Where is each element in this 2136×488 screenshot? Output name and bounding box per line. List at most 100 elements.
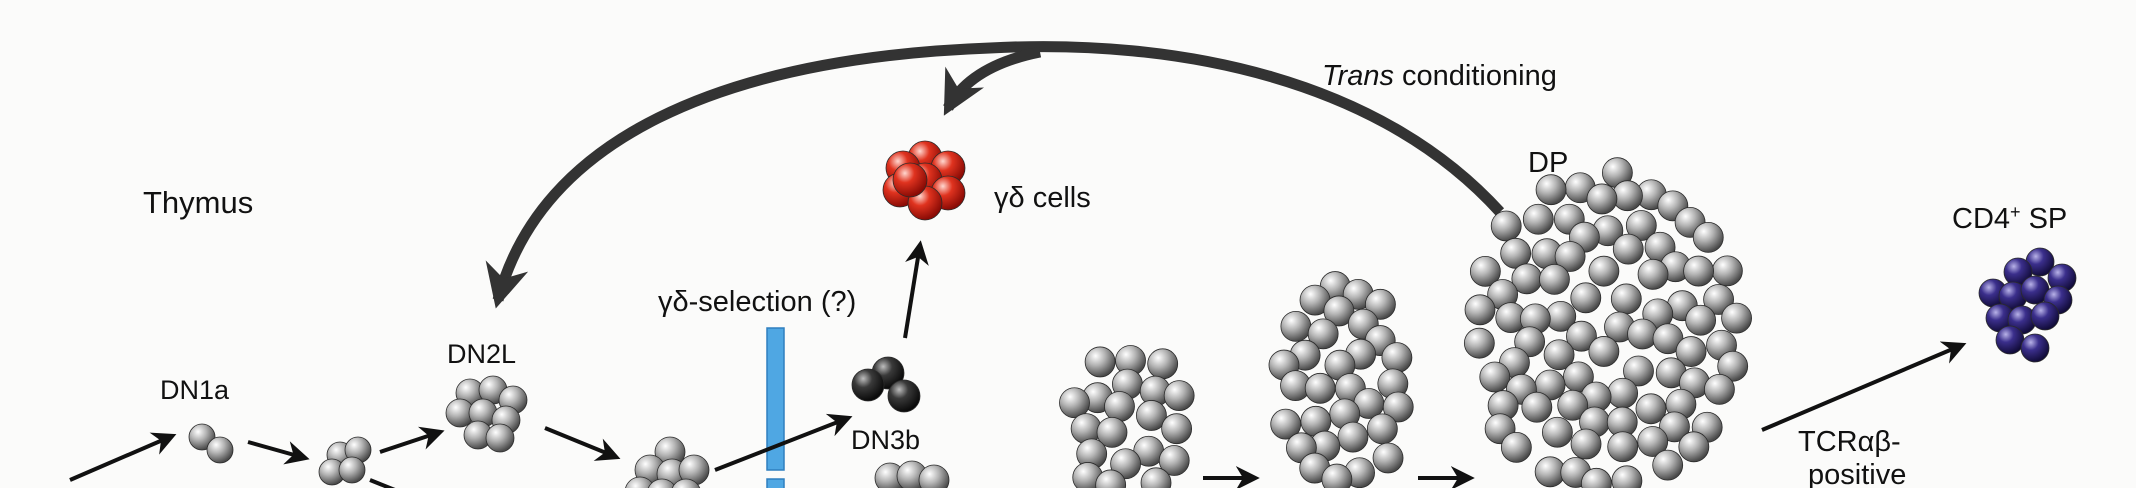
isp-cells: [1268, 271, 1414, 488]
cell: [1158, 445, 1190, 476]
cell: [1469, 255, 1501, 287]
cell: [1607, 377, 1639, 409]
dp-cells: [1463, 157, 1752, 488]
cell: [1678, 431, 1710, 463]
cell: [1607, 431, 1639, 463]
cell: [1637, 426, 1669, 457]
cell: [1554, 241, 1586, 272]
dn4-cells: [1059, 345, 1195, 488]
cell: [1659, 411, 1690, 443]
tcr-positive-label-line2: positive: [1808, 459, 1906, 488]
cell: [1110, 448, 1141, 480]
cell: [1588, 255, 1620, 287]
arrow-dn3b-to-gd-cells: [903, 240, 929, 339]
cell: [1382, 391, 1414, 423]
cell: [1104, 391, 1135, 422]
arrow-dp-to-cd4-sp: [1761, 341, 1967, 432]
cell: [1995, 325, 2025, 355]
arrow-dn1b-branch: [369, 478, 396, 488]
cell: [1627, 318, 1658, 350]
cell: [206, 436, 234, 464]
cell: [887, 379, 921, 413]
gd-cells-label: γδ cells: [994, 182, 1091, 214]
cell: [1704, 373, 1735, 405]
cell: [1307, 318, 1339, 350]
cell: [671, 478, 701, 488]
cell: [1721, 302, 1752, 334]
cell: [1365, 288, 1396, 320]
cell: [1541, 416, 1573, 448]
cell: [1161, 413, 1193, 445]
cell: [1586, 183, 1618, 215]
cell: [1136, 400, 1167, 431]
dn3b-label: DN3b: [851, 425, 920, 455]
cell: [1463, 327, 1495, 359]
cd4-sp-cells: [1978, 247, 2077, 363]
cell: [1337, 421, 1369, 453]
dn1a-label: DN1a: [160, 375, 230, 405]
feedback-arc-to-gd-cells: [943, 46, 1042, 116]
cell: [1570, 428, 1602, 460]
cell: [1464, 294, 1496, 326]
cell: [1381, 342, 1413, 374]
arrow-dn1a-to-dn1b: [247, 440, 310, 465]
cell: [1637, 258, 1669, 290]
cell: [1543, 339, 1575, 371]
cell: [1270, 408, 1302, 440]
cell: [1566, 320, 1597, 352]
cell: [1521, 391, 1553, 423]
arrow-dn1b-to-dn2l: [379, 426, 445, 454]
cell: [1096, 416, 1128, 448]
cell: [1557, 389, 1589, 421]
cell: [1321, 463, 1353, 488]
cell: [918, 464, 950, 488]
cell: [1163, 380, 1195, 411]
cd4-sp-label: CD4+ SP: [1952, 202, 2067, 235]
cell: [1372, 442, 1404, 474]
cell: [1588, 336, 1620, 367]
gd-selection-label: γδ-selection (?): [658, 286, 856, 318]
cell: [1500, 431, 1532, 463]
cell: [1635, 393, 1667, 425]
dn2l-cells: [445, 375, 528, 453]
gd-cells: [882, 140, 966, 221]
cell: [647, 478, 677, 488]
cell: [338, 456, 366, 484]
thymus-label: Thymus: [143, 185, 253, 220]
dn3a-lower-cells: [874, 460, 950, 488]
cell: [1280, 310, 1312, 342]
cell: [1059, 387, 1090, 419]
cell: [1625, 210, 1657, 241]
cell: [1610, 283, 1642, 315]
cell: [1717, 350, 1749, 382]
cell: [1581, 467, 1612, 488]
arrow-dn2l-to-dn3a: [544, 426, 621, 461]
cell: [1683, 255, 1714, 287]
cell: [851, 368, 885, 402]
cell: [1623, 355, 1654, 387]
dn3a-cells: [625, 436, 710, 488]
cell: [1304, 372, 1336, 404]
cell: [1675, 336, 1707, 367]
cell: [1711, 255, 1743, 287]
cell: [1095, 469, 1127, 488]
lineage-arrows: [69, 240, 1967, 488]
labels: Thymus Trans conditioning γδ cells γδ-se…: [143, 60, 2067, 488]
cell: [485, 423, 515, 453]
cell: [1539, 263, 1570, 295]
arrow-dn3a-to-dn3b: [714, 413, 853, 472]
cell: [1070, 413, 1102, 445]
cell: [1611, 465, 1643, 488]
dn3b-cells: [851, 356, 921, 413]
cell: [1685, 304, 1717, 336]
dn1b-cells: [318, 436, 372, 486]
cell: [1535, 174, 1567, 206]
cell: [1323, 295, 1355, 327]
dn2l-label: DN2L: [447, 339, 516, 369]
trans-conditioning-arrows: [485, 41, 1505, 309]
cell: [1490, 210, 1522, 242]
cell: [1692, 221, 1724, 253]
cell: [625, 476, 655, 488]
